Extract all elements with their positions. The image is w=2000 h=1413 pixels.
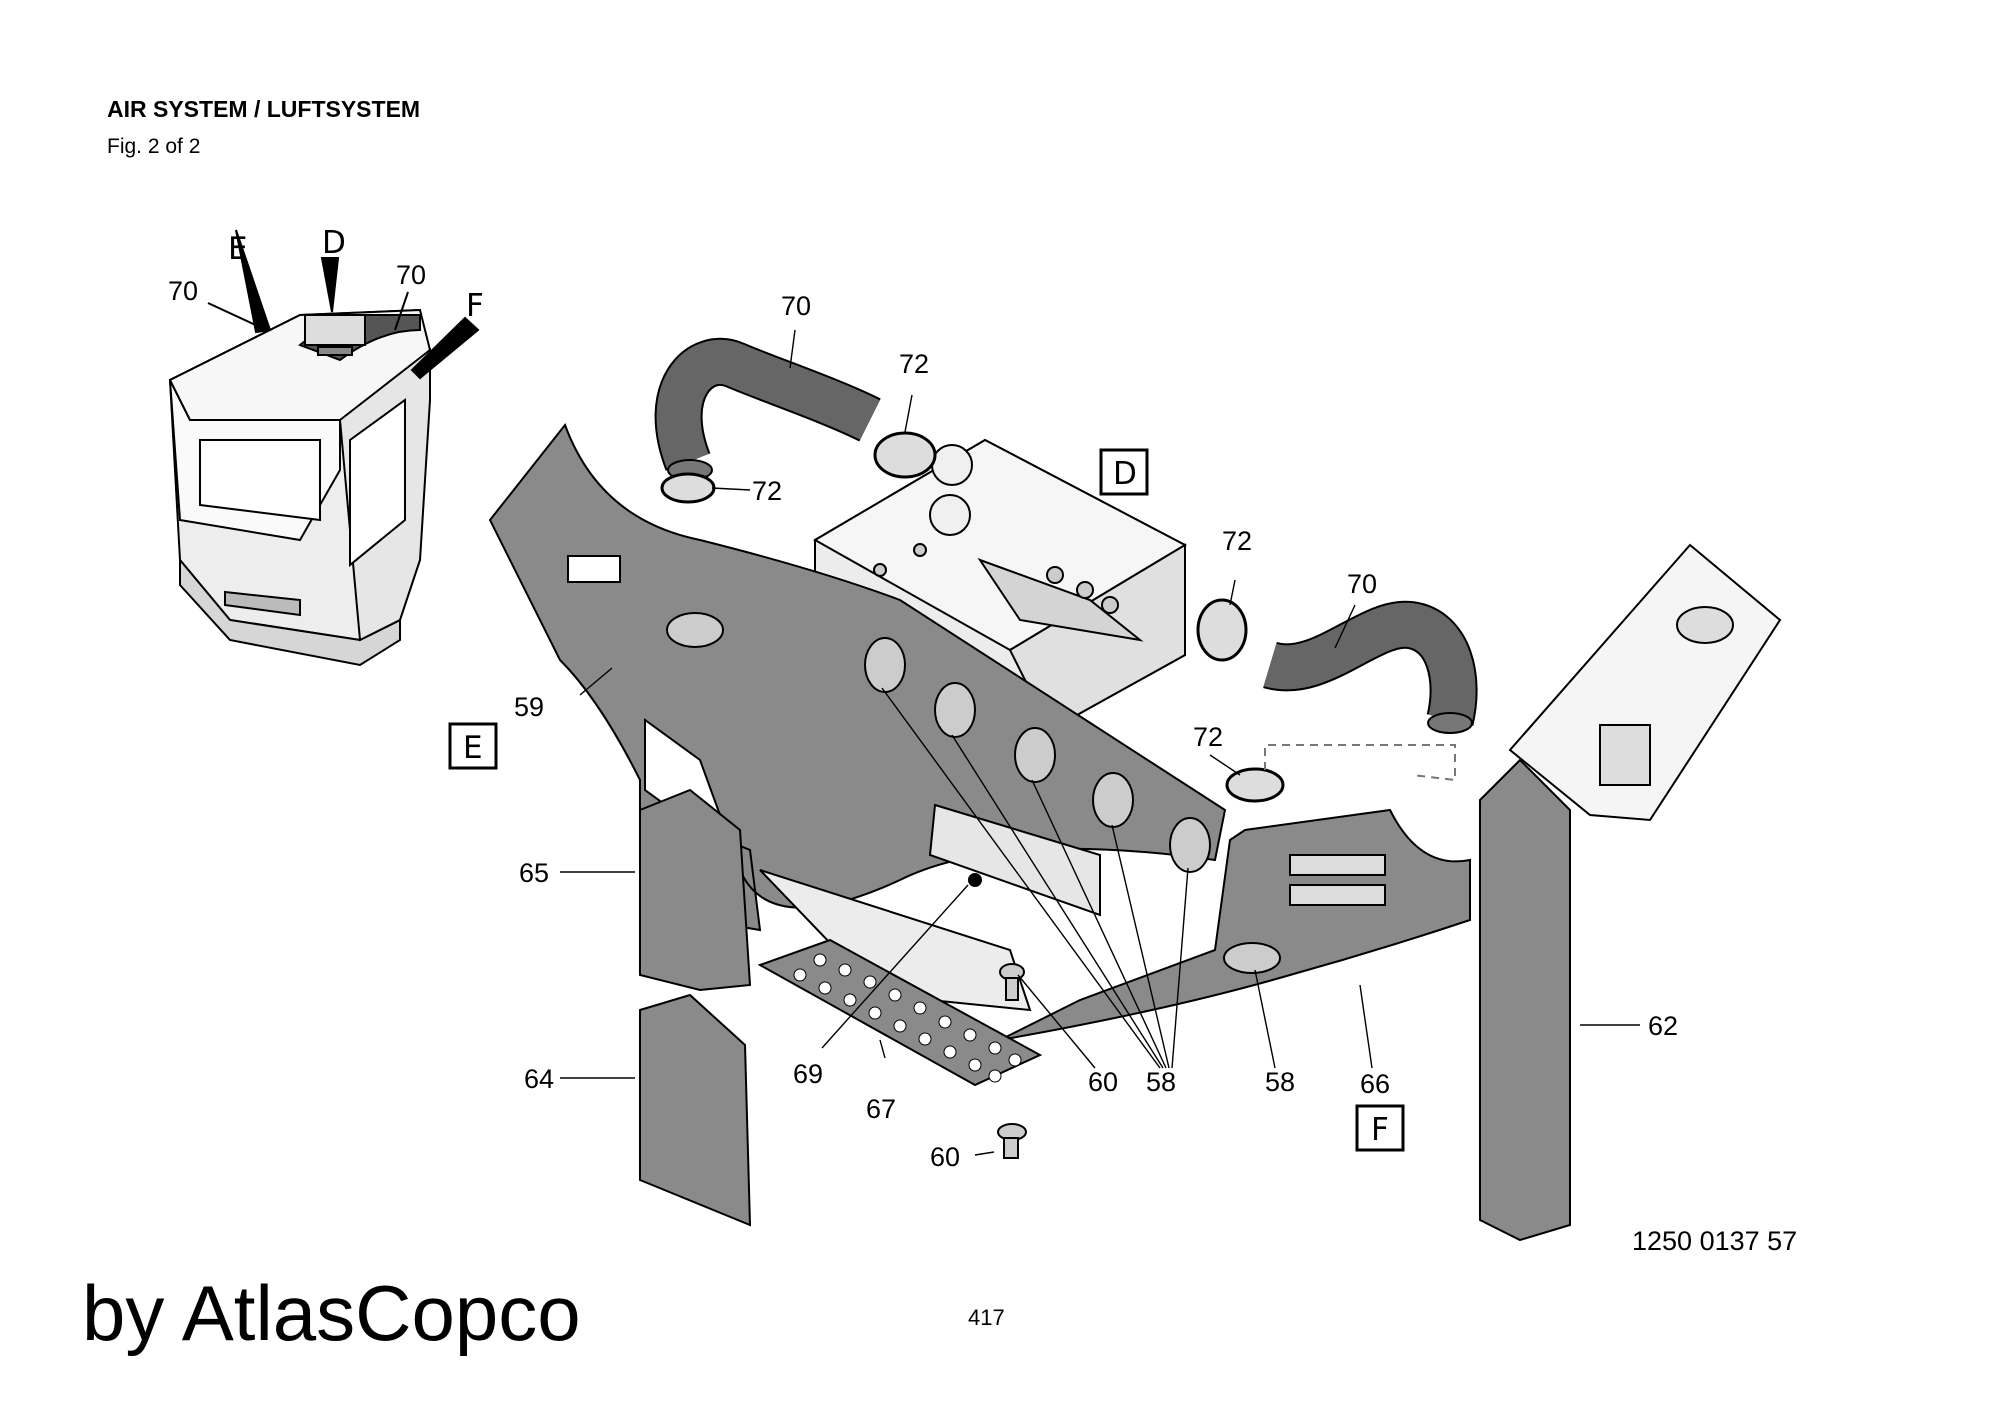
callout-70-upper: 70 [781,291,811,321]
detail-box-f: F [1355,1104,1405,1152]
right-trim-panel [1508,543,1782,822]
page-number: 417 [968,1305,1005,1330]
hose-right [1263,600,1478,734]
grille-67 [757,938,1043,1087]
detail-box-d: D [1099,448,1149,496]
callout-67: 67 [866,1094,896,1124]
panel-66 [999,808,1471,1041]
brand-watermark: by AtlasCopco [82,1269,581,1357]
screws [997,963,1027,1159]
hose-clamps [660,431,1285,803]
panel-59 [488,422,1227,1012]
callout-72-left: 72 [752,476,782,506]
overview-label-70-left: 70 [168,276,198,306]
overview-label-70-right: 70 [396,260,426,290]
grille-holes [793,953,1022,1083]
callout-65: 65 [519,858,549,888]
figure-subtitle: Fig. 2 of 2 [107,135,201,158]
callout-66: 66 [1360,1069,1390,1099]
overview-label-e: E [228,231,248,267]
cab-overview [168,229,480,667]
callout-59: 59 [514,692,544,722]
callout-72-right: 72 [1222,526,1252,556]
drawing-number: 1250 0137 57 [1632,1226,1798,1256]
callout-60-low: 60 [930,1142,960,1172]
trim-strips [639,758,1571,1242]
callout-70-right: 70 [1347,569,1377,599]
callout-69: 69 [793,1059,823,1089]
callout-58-single: 58 [1265,1067,1295,1097]
detail-box-e: E [448,722,498,770]
page-title: AIR SYSTEM / LUFTSYSTEM [107,96,421,122]
callout-72-lower: 72 [1193,722,1223,752]
svg-text:E: E [463,730,483,766]
svg-text:F: F [1371,1112,1389,1148]
callout-58-group: 58 [1146,1067,1176,1097]
callout-64: 64 [524,1064,554,1094]
svg-text:D: D [1113,456,1137,492]
callout-62: 62 [1648,1011,1678,1041]
leader-lines [560,329,1640,1156]
callout-72-upper: 72 [899,349,929,379]
overview-label-d: D [322,225,346,261]
sensor-69 [968,873,982,887]
dashed-connection [1264,744,1456,782]
overview-label-f: F [466,288,484,324]
callout-60-mid: 60 [1088,1067,1118,1097]
hose-upper [654,337,881,481]
